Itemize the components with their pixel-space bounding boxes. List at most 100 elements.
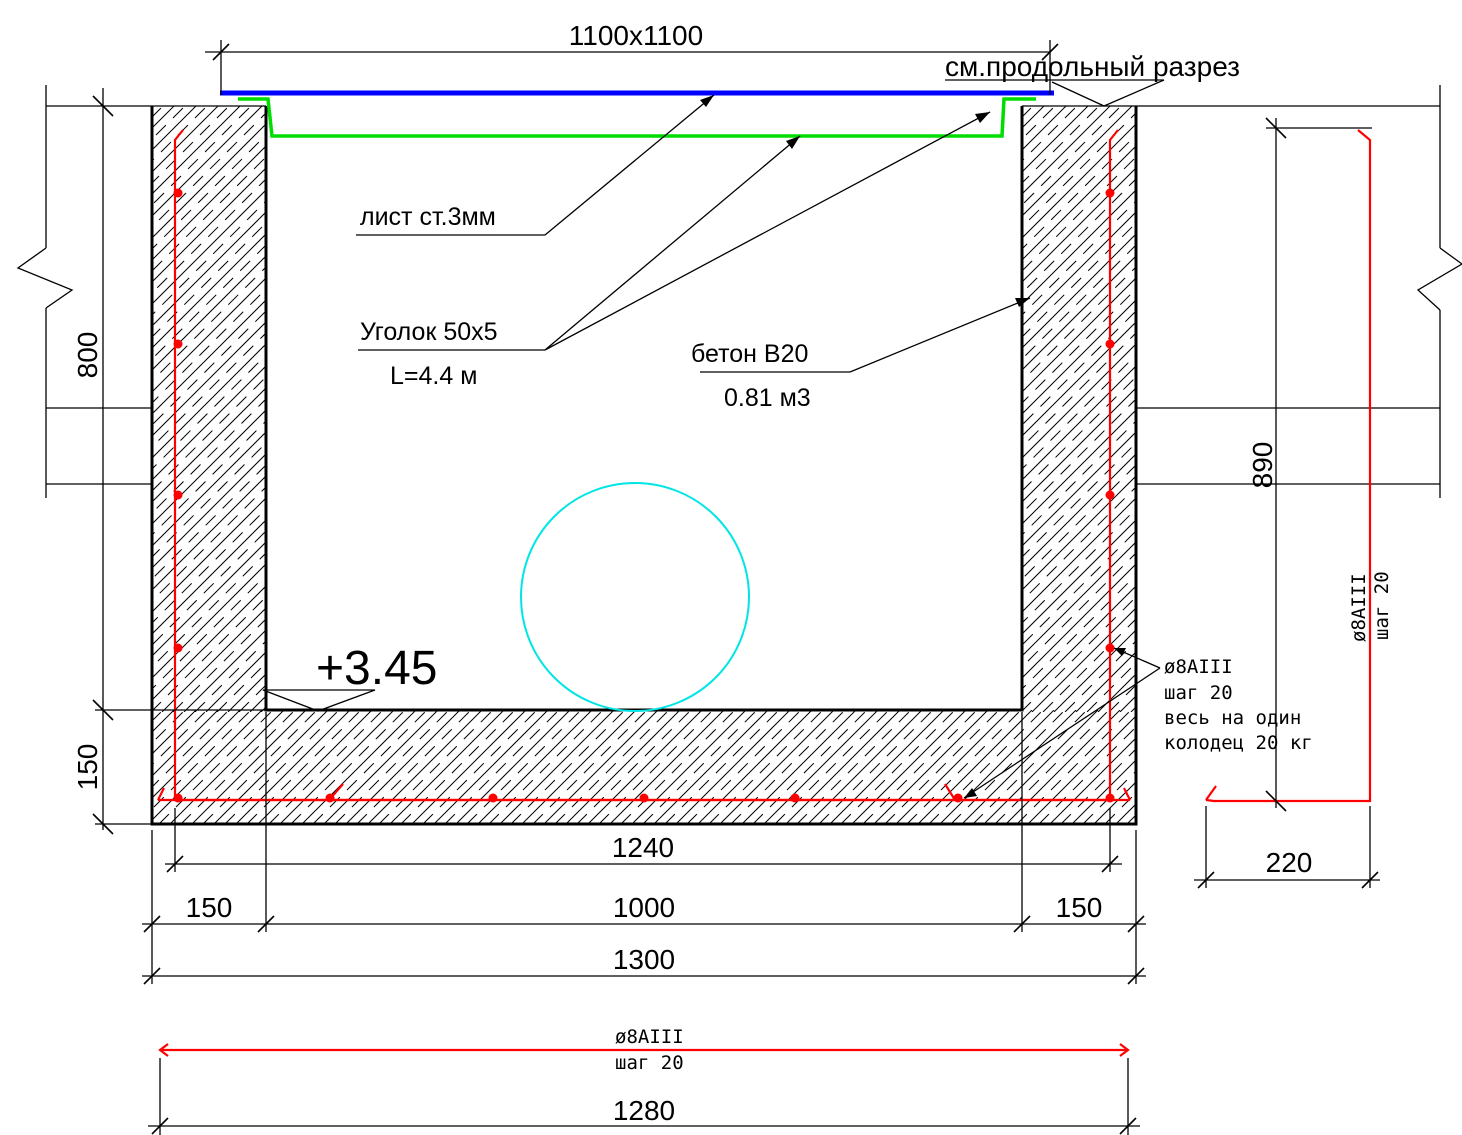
hatch-line	[499, 710, 615, 824]
hatch-line-dashed	[1197, 106, 1462, 712]
hatch-line	[1022, 299, 1136, 415]
hatch-line	[602, 106, 1208, 712]
hatch-line-dashed	[152, 710, 164, 722]
hatch-line-dashed	[789, 106, 1395, 712]
hatch-line-dashed	[152, 288, 266, 404]
hatch-line-dashed	[1022, 106, 1122, 206]
hatch-line-dashed	[510, 710, 626, 824]
hatch-line-dashed	[194, 640, 266, 712]
hatch-line-dashed	[576, 710, 692, 824]
hatch-line-dashed	[840, 710, 956, 824]
hatch-line-dashed	[224, 710, 340, 824]
hatch-line	[1022, 563, 1136, 679]
dim-cover: 1100x1100	[205, 20, 1059, 95]
dim-1280: 1280	[148, 1058, 1140, 1135]
hatch-line-dashed	[152, 574, 266, 690]
leader-angle: Уголок 50x5 L=4.4 м	[358, 111, 991, 390]
hatch-line	[609, 710, 725, 824]
dim-left-vertical: 800 150	[72, 88, 266, 835]
rebar-side-line3: весь на один	[1164, 707, 1301, 729]
rebar-side-line1: ø8AIII	[1164, 656, 1233, 678]
hatch-line-dashed	[723, 106, 1329, 712]
dim-1300-label: 1300	[613, 944, 675, 975]
hatch-line	[152, 277, 266, 393]
hatch-line-dashed	[152, 710, 208, 766]
dim-220: 220	[1194, 806, 1380, 889]
hatch-line	[169, 710, 285, 824]
hatch-line	[1022, 519, 1136, 635]
hatch-line	[873, 710, 989, 824]
hatch-line	[152, 409, 266, 525]
hatch-line-dashed	[152, 244, 266, 360]
hatch-line	[152, 106, 153, 107]
hatch-line	[514, 106, 1120, 712]
hatch-line	[345, 710, 461, 824]
rebar-bottom-line2: шаг 20	[615, 1052, 684, 1074]
hatch-line	[800, 106, 1406, 712]
hatch-line	[152, 519, 266, 635]
hatch-line-dashed	[1022, 112, 1136, 228]
hatch-line	[624, 106, 1230, 712]
hatch-line	[455, 710, 571, 824]
hatch-line-dashed	[152, 354, 266, 470]
hatch-line-dashed	[152, 106, 230, 184]
hatch-line-dashed	[152, 156, 266, 272]
hatch-line-dashed	[172, 618, 266, 712]
hatch-line-dashed	[554, 710, 670, 824]
hatch-line-dashed	[884, 710, 1000, 824]
hatch-line	[404, 106, 1010, 712]
hatch-line-dashed	[152, 596, 266, 712]
hatch-line-dashed	[290, 710, 406, 824]
hatch-line-dashed	[547, 106, 1153, 712]
hatch-line-dashed	[811, 106, 1417, 712]
hatch-line-dashed	[268, 710, 384, 824]
hatch-line	[152, 710, 197, 755]
hatch-line-dashed	[1022, 376, 1136, 492]
hatch-line-dashed	[152, 222, 266, 338]
rebar-dot	[1105, 490, 1115, 500]
hatch-line-dashed	[730, 710, 846, 824]
hatch-line-dashed	[400, 710, 516, 824]
hatch-line-dashed	[444, 710, 560, 824]
hatch-line	[734, 106, 1340, 712]
hatch-line	[756, 106, 1362, 712]
hatch-line-dashed	[686, 710, 802, 824]
hatch-line-dashed	[378, 710, 494, 824]
hatch-line-dashed	[1086, 662, 1136, 712]
hatch-line	[152, 343, 266, 459]
hatch-line	[152, 475, 266, 591]
rebar-dot	[639, 793, 649, 803]
hatch-line	[1022, 321, 1136, 437]
rebar-dot	[173, 188, 183, 198]
hatch-line	[961, 710, 1077, 824]
hatch-line	[1384, 106, 1462, 712]
hatch-line	[152, 145, 266, 261]
dim-1000-label: 1000	[613, 892, 675, 923]
hatch-line-dashed	[1104, 792, 1136, 824]
hatch-line-dashed	[1022, 354, 1136, 470]
hatch-line	[895, 710, 1011, 824]
hatch-line	[152, 106, 219, 173]
hatch-line-dashed	[349, 106, 955, 712]
hatch-line	[1022, 167, 1136, 283]
hatch-line-dashed	[152, 398, 266, 514]
hatch-line-dashed	[152, 112, 266, 228]
hatch-line	[1093, 781, 1136, 824]
hatch-line-dashed	[393, 106, 999, 712]
hatch-line	[152, 387, 266, 503]
rebar-bottom-line1: ø8AIII	[615, 1026, 684, 1048]
hatch-line-dashed	[532, 710, 648, 824]
hatch-line	[477, 710, 593, 824]
hatch-line-dashed	[1060, 748, 1136, 824]
hatch-line-dashed	[598, 710, 714, 824]
hatch-line-dashed	[152, 178, 266, 294]
dim-800-label: 800	[72, 332, 103, 379]
hatch-line	[152, 106, 175, 129]
hatch-line-dashed	[1022, 200, 1136, 316]
hatch-line	[521, 710, 637, 824]
rebar-dot	[325, 793, 335, 803]
hatch-line	[205, 651, 266, 712]
hatch-line	[778, 106, 1384, 712]
cover-assembly	[220, 90, 1054, 138]
hatch-line	[1164, 106, 1462, 712]
